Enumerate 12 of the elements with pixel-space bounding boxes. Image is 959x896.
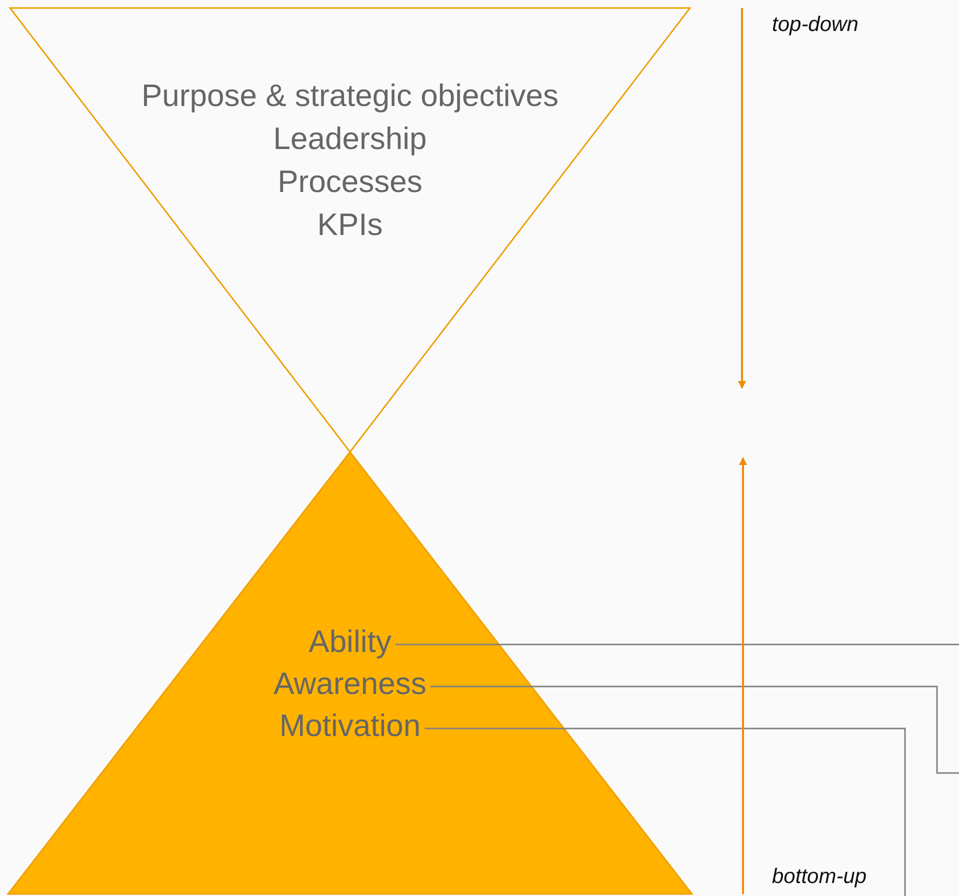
- list-item-text: Purpose & strategic objectives: [142, 77, 558, 115]
- leader-line: [430, 686, 959, 774]
- direction-label: top-down: [772, 13, 858, 37]
- leader-line: [424, 728, 906, 896]
- list-item-text: Leadership: [273, 120, 427, 158]
- list-item-text: KPIs: [317, 206, 383, 244]
- direction-label: bottom-up: [772, 865, 867, 889]
- ability-label: Ability: [308, 620, 392, 663]
- awareness-label: Awareness: [274, 662, 426, 705]
- motivation-label: Motivation: [279, 704, 421, 747]
- leader-line: [395, 644, 959, 646]
- list-item-text: Processes: [278, 163, 422, 201]
